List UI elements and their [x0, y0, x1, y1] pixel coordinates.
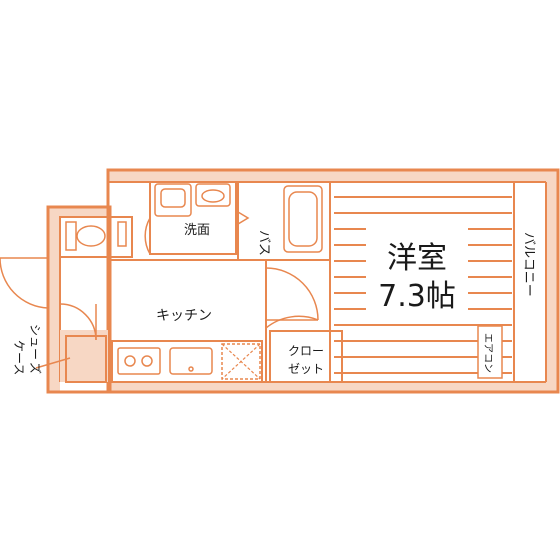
bathtub: [283, 185, 323, 253]
western-room: 洋室 7.3帖: [329, 182, 515, 382]
shoe-case-line2: ズ: [28, 362, 43, 374]
washroom-label: 洗面: [184, 223, 210, 238]
shoe-case-line3: ケース: [12, 340, 26, 375]
stove: [117, 347, 161, 375]
kitchen: キッチン: [107, 259, 319, 383]
washing-machine-pan: [154, 183, 192, 217]
closet: クロー ゼット: [269, 330, 343, 383]
bath-door: [237, 210, 250, 226]
balcony-label: バルコニー: [521, 232, 536, 297]
western-room-size: 7.3帖: [378, 279, 456, 314]
aircon: エアコン: [477, 325, 503, 379]
shoe-case-label: シュー ズ ケース: [12, 324, 43, 375]
toilet-shelf: [117, 221, 127, 247]
kitchen-label: キッチン: [156, 308, 212, 324]
aircon-label: エアコン: [482, 333, 493, 373]
kitchen-counter: [111, 340, 263, 383]
toilet-tank: [65, 221, 77, 251]
balcony: バルコニー: [521, 232, 536, 297]
closet-label-line1: クロー: [288, 344, 324, 358]
washroom: 洗面: [144, 181, 237, 255]
sink: [169, 347, 213, 375]
entrance: [0, 257, 108, 383]
western-room-name: 洋室: [387, 241, 447, 276]
toilet-room: [59, 216, 133, 258]
fridge-space: [221, 343, 261, 380]
shoe-case-line1: シュー: [28, 324, 42, 360]
bathroom: バス: [237, 181, 331, 261]
bath-label: バス: [256, 230, 271, 256]
toilet-bowl: [76, 225, 106, 247]
closet-label-line2: ゼット: [288, 362, 324, 376]
washbasin: [195, 183, 231, 207]
